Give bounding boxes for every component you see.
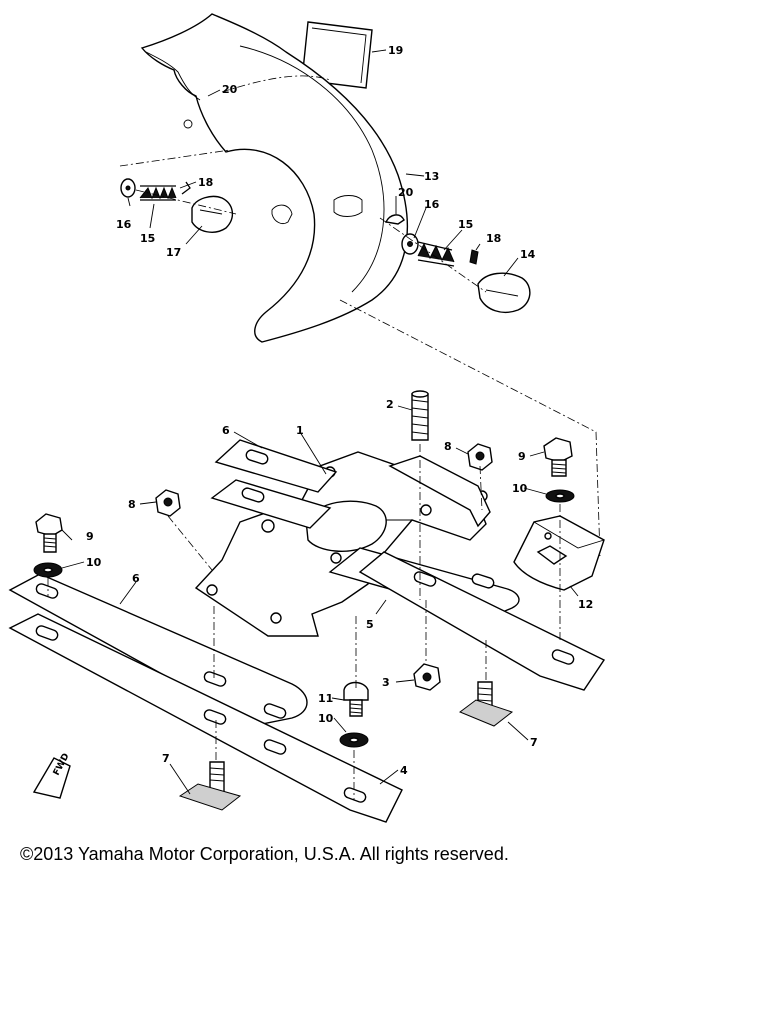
part-7-stud-left: [178, 761, 242, 811]
callout-5: 5: [366, 618, 374, 631]
part-3-nut: [413, 663, 441, 691]
callout-10-left: 10: [86, 556, 102, 569]
callout-1: 1: [296, 424, 304, 437]
callout-19: 19: [388, 44, 403, 57]
callout-8-right: 8: [444, 440, 452, 453]
part-11-bolt: [343, 681, 369, 717]
callout-4: 4: [400, 764, 408, 777]
callout-6-bottom: 6: [132, 572, 140, 585]
part-10-washer-right: [545, 489, 575, 503]
callout-16-left: 16: [116, 218, 132, 231]
part-8-nut-right: [467, 443, 493, 471]
part-12-side-bracket: [513, 515, 605, 591]
callout-labels: 19 20 13 18 16 15 17 20 16 15 18 14 2 6 …: [86, 44, 593, 777]
callout-20-right: 20: [398, 186, 414, 199]
callout-7-right: 7: [530, 736, 538, 749]
callout-7-left: 7: [162, 752, 170, 765]
callout-15-right: 15: [458, 218, 473, 231]
callout-2: 2: [386, 398, 394, 411]
right-knob-fastener-set: [339, 214, 601, 557]
callout-10-bottom: 10: [318, 712, 334, 725]
callout-12: 12: [578, 598, 593, 611]
part-8-nut-left: [155, 489, 181, 517]
part-10-washer-bottom: [339, 732, 369, 748]
callout-9-left: 9: [86, 530, 94, 543]
part-4-long-strip: [8, 613, 403, 823]
copyright-notice: ©2013 Yamaha Motor Corporation, U.S.A. A…: [20, 844, 509, 864]
exploded-parts-diagram: FWD 19 20 13 1: [8, 13, 606, 823]
callout-18-left: 18: [198, 176, 213, 189]
part-2-stud-bolt: [411, 390, 429, 441]
callout-10-right: 10: [512, 482, 528, 495]
fwd-direction-mark: FWD: [32, 752, 72, 799]
part-7-stud-right: [458, 681, 514, 727]
callout-18-right: 18: [486, 232, 501, 245]
part-1-mounting-bracket: [194, 451, 491, 637]
callout-9-right: 9: [518, 450, 526, 463]
part-9-bolt-left: [35, 513, 63, 553]
callout-11: 11: [318, 692, 333, 705]
callout-20-top: 20: [222, 83, 238, 96]
part-10-washer-left: [33, 562, 63, 578]
callout-13: 13: [424, 170, 439, 183]
part-6-upper-strip: [210, 439, 338, 529]
part-6-lower-strip: [8, 573, 308, 725]
callout-15-left: 15: [140, 232, 155, 245]
callout-14: 14: [520, 248, 536, 261]
callout-16-right: 16: [424, 198, 440, 211]
leader-lines: [61, 49, 579, 795]
callout-6-top: 6: [222, 424, 230, 437]
assembly-lines: [47, 444, 561, 800]
part-9-bolt-right: [543, 437, 573, 477]
part-15-spring-left: [139, 185, 177, 201]
callout-8-left: 8: [128, 498, 136, 511]
callout-17: 17: [166, 246, 181, 259]
part-19-plate: [301, 21, 373, 89]
left-knob-fastener-set: [120, 178, 237, 233]
callout-3: 3: [382, 676, 390, 689]
part-15-spring-right: [417, 241, 455, 267]
